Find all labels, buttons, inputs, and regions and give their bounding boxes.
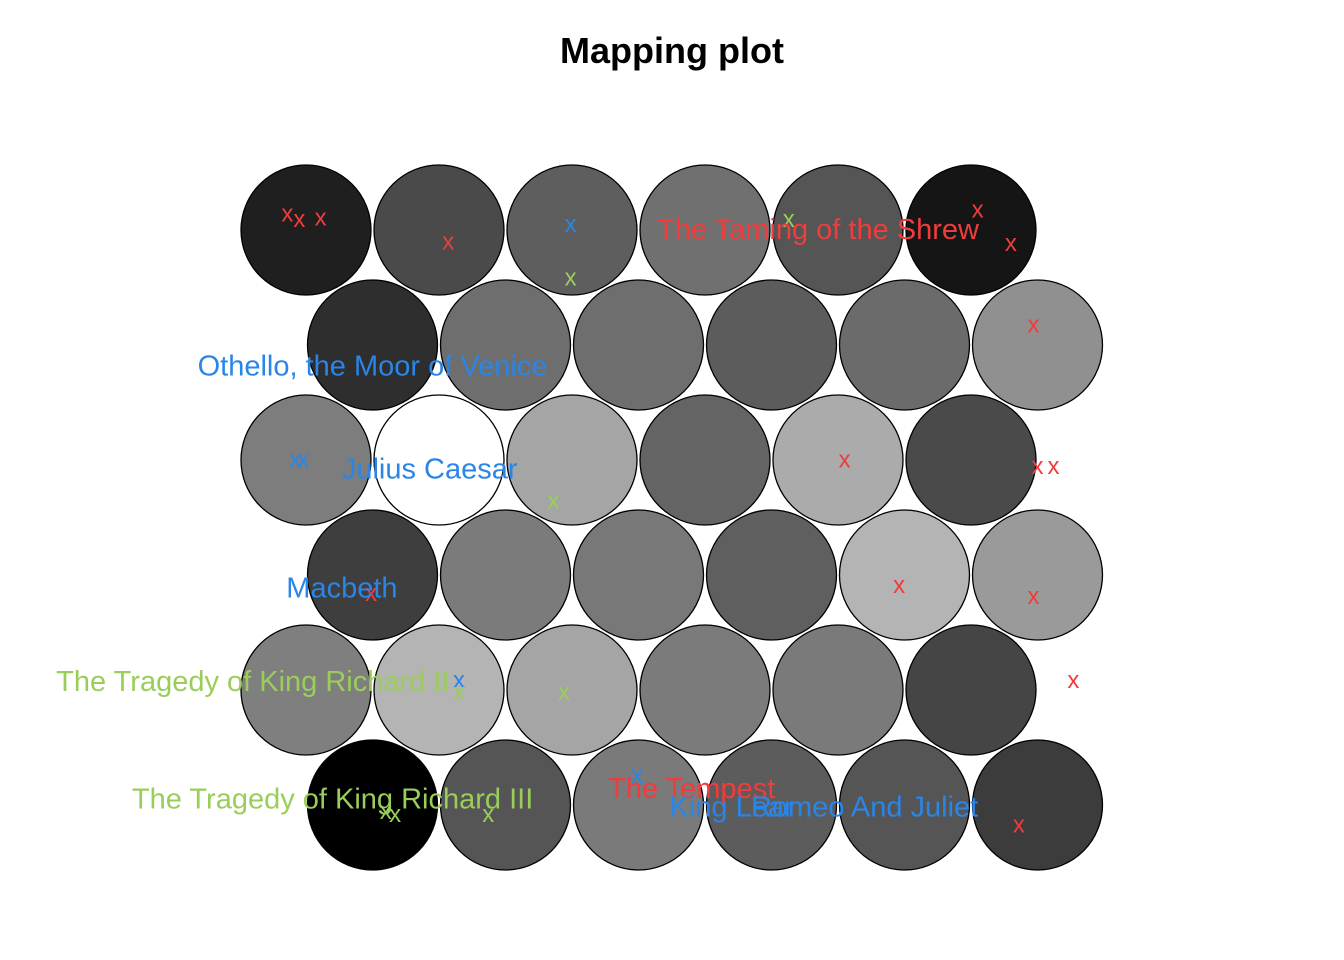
som-cell — [772, 394, 904, 526]
sample-marker: x — [453, 679, 465, 706]
som-cell — [639, 164, 771, 296]
sample-marker: x — [482, 801, 494, 828]
som-cell — [639, 394, 771, 526]
som-cell — [639, 624, 771, 756]
play-label: Macbeth — [286, 572, 397, 604]
sample-marker: x — [1028, 312, 1040, 339]
sample-marker: x — [297, 447, 309, 474]
som-cell — [373, 394, 505, 526]
play-label: Romeo And Juliet — [751, 792, 978, 824]
som-cell — [306, 279, 439, 411]
som-cell — [838, 279, 971, 411]
play-label: The Tragedy of King Richard III — [132, 784, 533, 816]
som-cell — [838, 739, 971, 871]
sample-marker: x — [453, 667, 465, 694]
sample-marker: x — [1047, 453, 1059, 480]
som-cell — [838, 509, 971, 641]
sample-marker: x — [1032, 453, 1044, 480]
som-cell — [971, 279, 1104, 411]
sample-marker: x — [972, 197, 984, 224]
sample-marker: x — [839, 447, 851, 474]
sample-marker: x — [547, 488, 559, 515]
sample-marker: x — [289, 447, 301, 474]
som-cell — [439, 279, 572, 411]
som-cell — [772, 164, 904, 296]
sample-marker: x — [893, 572, 905, 599]
play-label: The Tempest — [608, 773, 775, 805]
sample-marker: x — [565, 264, 577, 291]
som-cell — [439, 739, 572, 871]
sample-marker: x — [442, 228, 454, 255]
sample-marker: x — [1067, 667, 1079, 694]
sample-marker: x — [389, 801, 401, 828]
sample-marker: x — [293, 206, 305, 233]
sample-marker: x — [365, 580, 377, 607]
som-cell — [572, 279, 705, 411]
som-cell — [306, 739, 439, 871]
som-cell — [439, 509, 572, 641]
som-cell — [572, 509, 705, 641]
sample-marker: x — [631, 762, 643, 789]
som-cell — [572, 739, 705, 871]
sample-marker: x — [558, 679, 570, 706]
play-label: The Taming of the Shrew — [657, 214, 980, 246]
som-cell — [772, 624, 904, 756]
som-cell — [971, 509, 1104, 641]
som-cells — [240, 164, 1104, 871]
sample-marker: x — [1013, 811, 1025, 838]
som-cell — [506, 164, 638, 296]
som-cell — [240, 394, 372, 526]
som-cell — [971, 739, 1104, 871]
play-label: The Tragedy of King Richard II — [56, 666, 449, 698]
sample-marker: x — [783, 206, 795, 233]
play-label: Julius Caesar — [342, 453, 518, 485]
sample-marker: x — [565, 211, 577, 238]
som-cell — [705, 509, 838, 641]
som-cell — [506, 394, 638, 526]
som-cell — [705, 739, 838, 871]
sample-marker: x — [315, 205, 327, 232]
som-cell — [506, 624, 638, 756]
sample-marker: x — [1028, 583, 1040, 610]
play-label: Othello, the Moor of Venice — [198, 350, 548, 382]
play-labels: The Tragedy of King Richard III The Tempe… — [56, 214, 980, 824]
som-cell — [905, 394, 1037, 526]
som-cell — [240, 164, 372, 296]
som-cell — [905, 164, 1037, 296]
sample-marker: x — [380, 798, 392, 825]
som-cell — [240, 624, 372, 756]
sample-marker: x — [1005, 230, 1017, 257]
som-cell — [705, 279, 838, 411]
play-label: King Lear — [670, 792, 794, 824]
som-cell — [373, 164, 505, 296]
som-cell — [373, 624, 505, 756]
sample-marker: x — [281, 201, 293, 228]
chart-title: Mapping plot — [560, 30, 784, 71]
som-cell — [905, 624, 1037, 756]
som-cell — [306, 509, 439, 641]
